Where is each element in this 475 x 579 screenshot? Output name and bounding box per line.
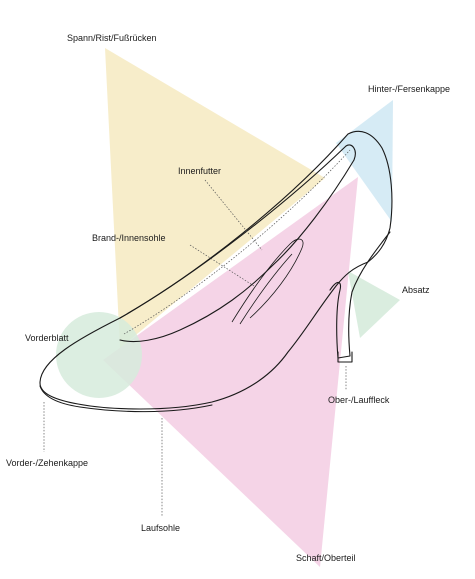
spann-region (105, 48, 325, 348)
opening-stitch-line (123, 149, 351, 335)
label-vorderblatt: Vorderblatt (25, 333, 69, 343)
label-innenfutter: Innenfutter (178, 166, 221, 176)
innenfutter-leader (204, 179, 263, 251)
label-absatz: Absatz (402, 285, 430, 295)
hinterkappe-region (336, 100, 393, 222)
absatz-region (348, 271, 400, 338)
heel-tip-lift (337, 351, 353, 363)
brandsohle-leader (189, 244, 255, 287)
shoe-outline (39, 130, 393, 413)
label-spann: Spann/Rist/Fußrücken (67, 33, 157, 43)
label-laufsohle: Laufsohle (141, 523, 180, 533)
label-zehenkappe: Vorder-/Zehenkappe (6, 458, 88, 468)
insole-edge (231, 238, 304, 323)
label-brandsohle: Brand-/Innensohle (92, 233, 166, 243)
leader-lines (43, 179, 347, 516)
label-schaft: Schaft/Oberteil (296, 553, 356, 563)
label-hinterkappe: Hinter-/Fersenkappe (368, 84, 450, 94)
vorderblatt-region (56, 312, 142, 398)
insole-inner-edge (239, 253, 293, 325)
schaft-region (103, 177, 358, 567)
heel-outline (329, 231, 391, 359)
sole-line (39, 385, 213, 413)
shoe-opening-edge (119, 144, 356, 343)
label-oberfleck: Ober-/Lauffleck (328, 395, 390, 405)
